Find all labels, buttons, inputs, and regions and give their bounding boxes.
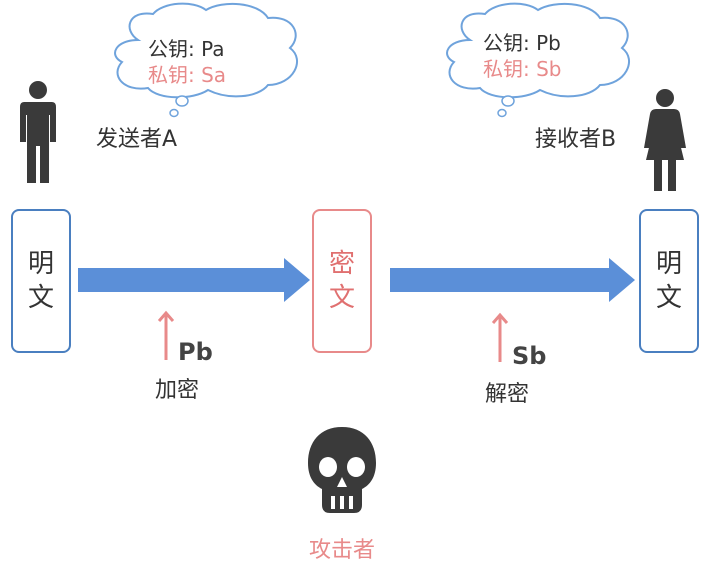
plaintext-char-1: 明 xyxy=(27,249,54,279)
female-person-icon xyxy=(644,89,686,191)
skull-icon xyxy=(308,427,376,513)
plaintext-box-left: 明 文 xyxy=(11,209,71,353)
plaintext-char-1: 明 xyxy=(655,249,682,279)
encrypt-arrow-head xyxy=(284,258,310,302)
plaintext-char-2: 文 xyxy=(655,283,682,313)
encrypt-arrow-body xyxy=(78,268,285,292)
decrypt-label: 解密 xyxy=(485,382,530,407)
plaintext-box-right: 明 文 xyxy=(639,209,699,353)
decrypt-arrow-body xyxy=(390,268,610,292)
sender-label: 发送者A xyxy=(96,127,178,152)
receiver-public-key: 公钥: Pb xyxy=(483,31,561,55)
decrypt-arrow-head xyxy=(609,258,635,302)
male-person-icon xyxy=(20,81,56,183)
sender-public-key: 公钥: Pa xyxy=(148,37,225,61)
attacker-label: 攻击者 xyxy=(309,538,376,563)
sender-private-key: 私钥: Sa xyxy=(148,63,227,87)
receiver-thought-cloud xyxy=(446,2,630,118)
encrypt-key: Pb xyxy=(178,338,213,366)
sender-thought-cloud xyxy=(114,2,298,118)
ciphertext-char-1: 密 xyxy=(328,249,355,279)
decrypt-key: Sb xyxy=(512,342,547,370)
encrypt-up-arrow-icon xyxy=(158,310,174,360)
receiver-label: 接收者B xyxy=(535,127,617,152)
decrypt-up-arrow-icon xyxy=(492,312,508,362)
ciphertext-char-2: 文 xyxy=(328,283,355,313)
encrypt-label: 加密 xyxy=(155,378,200,403)
plaintext-char-2: 文 xyxy=(27,283,54,313)
receiver-private-key: 私钥: Sb xyxy=(483,57,562,81)
ciphertext-box: 密 文 xyxy=(312,209,372,353)
